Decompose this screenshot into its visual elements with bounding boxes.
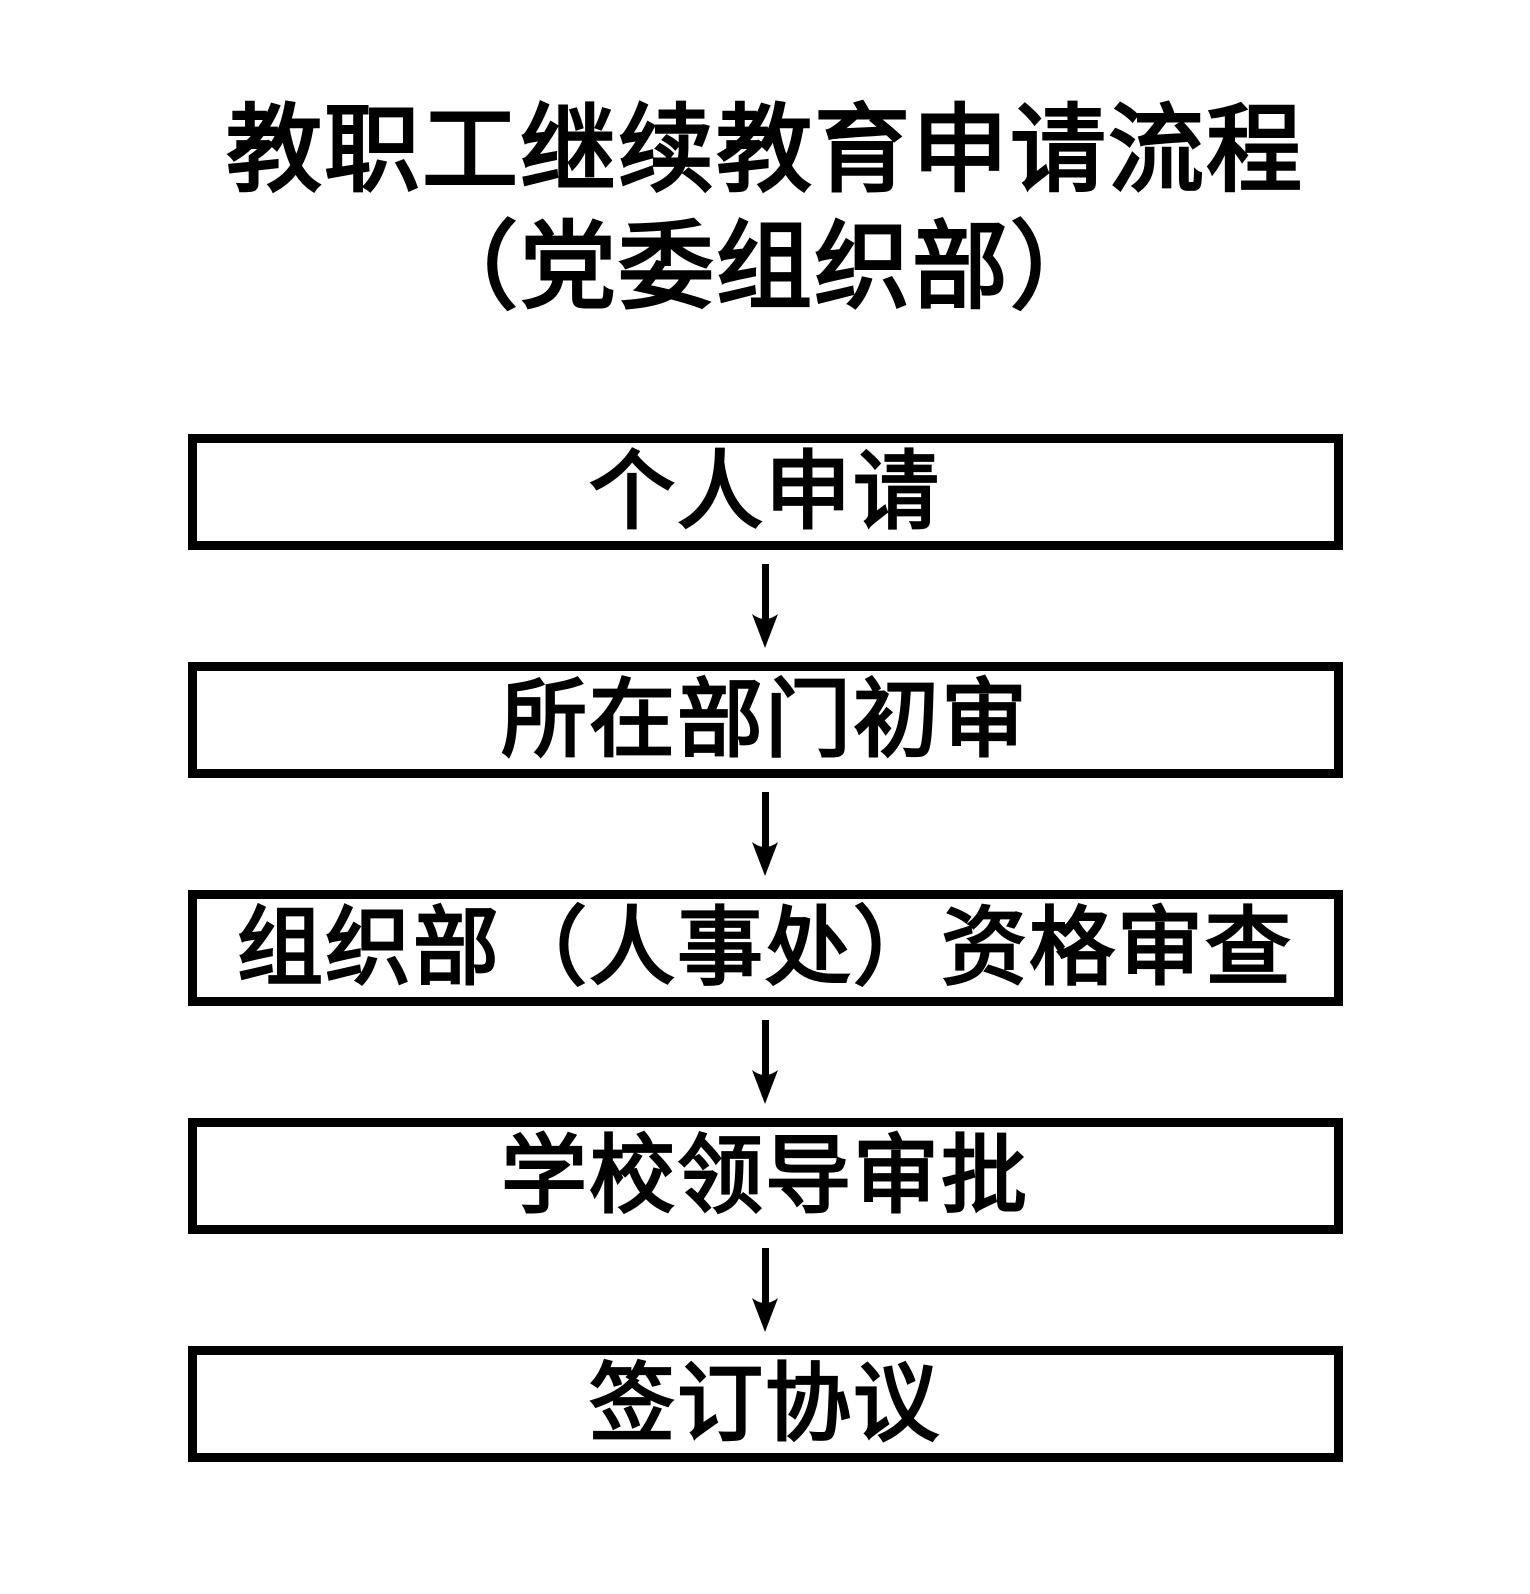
down-arrow-icon: [748, 1006, 782, 1118]
flow-step-label: 组织部（人事处）资格审查: [237, 900, 1293, 997]
down-arrow-icon: [748, 1234, 782, 1346]
flow-step-label: 所在部门初审: [501, 672, 1029, 769]
flow-step-label: 学校领导审批: [501, 1128, 1029, 1225]
page-title-line2: （党委组织部）: [422, 214, 1108, 322]
flow-step-qualification-review: 组织部（人事处）资格审查: [187, 890, 1343, 1007]
flow-step-department-initial-review: 所在部门初审: [187, 662, 1343, 779]
page-title-line1: 教职工继续教育申请流程: [226, 97, 1304, 204]
flow-step-personal-application: 个人申请: [187, 434, 1343, 551]
flow-step-sign-agreement: 签订协议: [187, 1346, 1343, 1463]
flow-step-label: 签订协议: [589, 1356, 941, 1453]
page-title: 教职工继续教育申请流程 （党委组织部）: [226, 92, 1304, 326]
down-arrow-icon: [748, 550, 782, 662]
flow-step-label: 个人申请: [589, 444, 941, 541]
flow-step-school-leader-approval: 学校领导审批: [187, 1118, 1343, 1235]
flowchart: 个人申请 所在部门初审 组织部（人事处）资格审查: [187, 434, 1343, 1463]
down-arrow-icon: [748, 778, 782, 890]
